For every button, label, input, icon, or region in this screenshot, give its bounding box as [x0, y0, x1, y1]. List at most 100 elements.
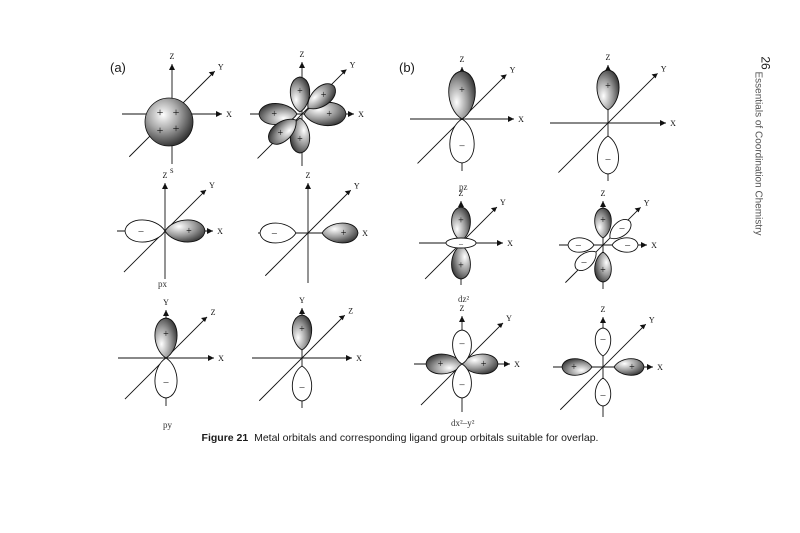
- axis-arrowhead: [208, 355, 214, 361]
- s-orbital-sphere: [144, 97, 194, 147]
- axis-letter: Y: [506, 314, 512, 323]
- axis-letter: Z: [459, 189, 464, 198]
- axis-letter: Z: [300, 50, 305, 59]
- axis-arrowhead: [216, 111, 222, 117]
- axis-letter: Y: [299, 296, 305, 305]
- orbital-sign: +: [459, 85, 465, 96]
- caption-text: Metal orbitals and corresponding ligand …: [254, 432, 599, 444]
- orbital-sign: –: [458, 239, 464, 248]
- axis-letter: X: [226, 110, 232, 119]
- orbital-lobe: [259, 222, 297, 244]
- orbital-sign: –: [138, 226, 145, 237]
- axis-letter: X: [362, 229, 368, 238]
- orbital-sign: +: [299, 324, 305, 335]
- axis-arrowhead: [208, 71, 215, 77]
- axis-arrowhead: [634, 207, 641, 213]
- axis-letter: Z: [348, 306, 353, 315]
- orbital-sign: –: [581, 257, 588, 268]
- axis-arrowhead: [641, 242, 647, 248]
- orbital-lobe: [448, 70, 476, 120]
- axis-letter: Y: [209, 181, 215, 190]
- axis-arrowhead: [340, 69, 347, 75]
- axis-arrowhead: [647, 364, 653, 370]
- axis-arrowhead: [651, 73, 658, 79]
- orbital-lobe: [451, 244, 471, 280]
- orbital-sign: –: [605, 154, 612, 165]
- orbital-sign: +: [458, 260, 464, 271]
- axis-letter: Z: [163, 171, 168, 180]
- axis-letter: Z: [306, 171, 311, 180]
- axis-arrowhead: [639, 324, 646, 330]
- axis-letter: Y: [649, 315, 655, 324]
- orbital-sign: +: [278, 128, 284, 139]
- orbital-lobe: [164, 219, 206, 243]
- axis-arrowhead: [497, 322, 504, 328]
- axis-letter: X: [217, 227, 223, 236]
- label-dx2y2: dx²–y²: [451, 418, 475, 428]
- axis-letter: X: [507, 239, 513, 248]
- axis-letter: Y: [661, 64, 667, 73]
- orbital-sign: +: [186, 226, 192, 237]
- orbital-lobe: [574, 250, 597, 271]
- axis-arrowhead: [207, 228, 213, 234]
- orbital-sign: –: [600, 390, 607, 401]
- orbital-lobe: [124, 219, 166, 243]
- orbital-sign: –: [163, 377, 170, 388]
- orbital-sign: +: [629, 362, 635, 373]
- orbital-lobe: [611, 237, 639, 253]
- orbital-lobe: [461, 353, 499, 375]
- axis-letter: Z: [460, 304, 465, 313]
- axis-letter: Z: [211, 308, 216, 317]
- axis-arrowhead: [338, 315, 345, 321]
- orbital-lobe: [597, 135, 619, 175]
- orbital-lobe: [154, 357, 178, 399]
- orbital-sign: +: [157, 105, 164, 119]
- axis-letter: Y: [510, 66, 516, 75]
- dz2-torus: [445, 237, 477, 249]
- axis-arrowhead: [346, 355, 352, 361]
- orbital-lobe: [307, 83, 336, 110]
- orbital-sign: –: [459, 379, 466, 390]
- orbital-sign: +: [157, 123, 164, 137]
- axis-letter: Z: [606, 53, 611, 62]
- axis-letter: Y: [644, 198, 650, 207]
- axis-letter: X: [358, 110, 364, 119]
- axis-letter: Z: [460, 55, 465, 64]
- label-px: px: [158, 279, 167, 289]
- axis-letter: X: [356, 354, 362, 363]
- orbital-sign: +: [173, 105, 180, 119]
- axis-line: [258, 314, 346, 402]
- axis-letter: X: [514, 360, 520, 369]
- label-dz2: dz²: [458, 294, 470, 304]
- orbital-lobe: [594, 377, 612, 407]
- orbital-lobe: [609, 219, 632, 240]
- orbital-lobe: [425, 353, 463, 375]
- orbital-sign: +: [326, 109, 332, 120]
- orbital-lobe: [291, 314, 313, 351]
- orbital-lobe: [451, 206, 471, 242]
- orbital-sign: +: [481, 359, 487, 370]
- page-number: 26: [758, 56, 773, 70]
- axis-arrowhead: [348, 111, 354, 117]
- orbital-lobe: [452, 329, 472, 365]
- axis-arrowhead: [497, 240, 503, 246]
- axis-arrowhead: [162, 183, 168, 189]
- figure-caption: Figure 21 Metal orbitals and correspondi…: [0, 432, 800, 444]
- axis-arrowhead: [344, 190, 351, 196]
- orbital-sign: +: [571, 362, 577, 373]
- orbital-lobe: [449, 118, 475, 164]
- axis-arrowhead: [169, 64, 175, 70]
- axis-arrowhead: [163, 310, 169, 316]
- axis-arrowhead: [299, 62, 305, 68]
- axis-letter: Y: [350, 61, 356, 70]
- orbital-sign: +: [605, 81, 611, 92]
- axis-letter: Y: [354, 181, 360, 190]
- orbital-lobe: [596, 69, 620, 111]
- running-header: Essentials of Coordination Chemistry: [752, 71, 764, 236]
- orbital-sign: –: [624, 240, 631, 251]
- orbital-lobe: [291, 365, 313, 402]
- orbital-sign: +: [321, 90, 327, 101]
- orbital-sign: –: [299, 382, 306, 393]
- axis-arrowhead: [504, 361, 510, 367]
